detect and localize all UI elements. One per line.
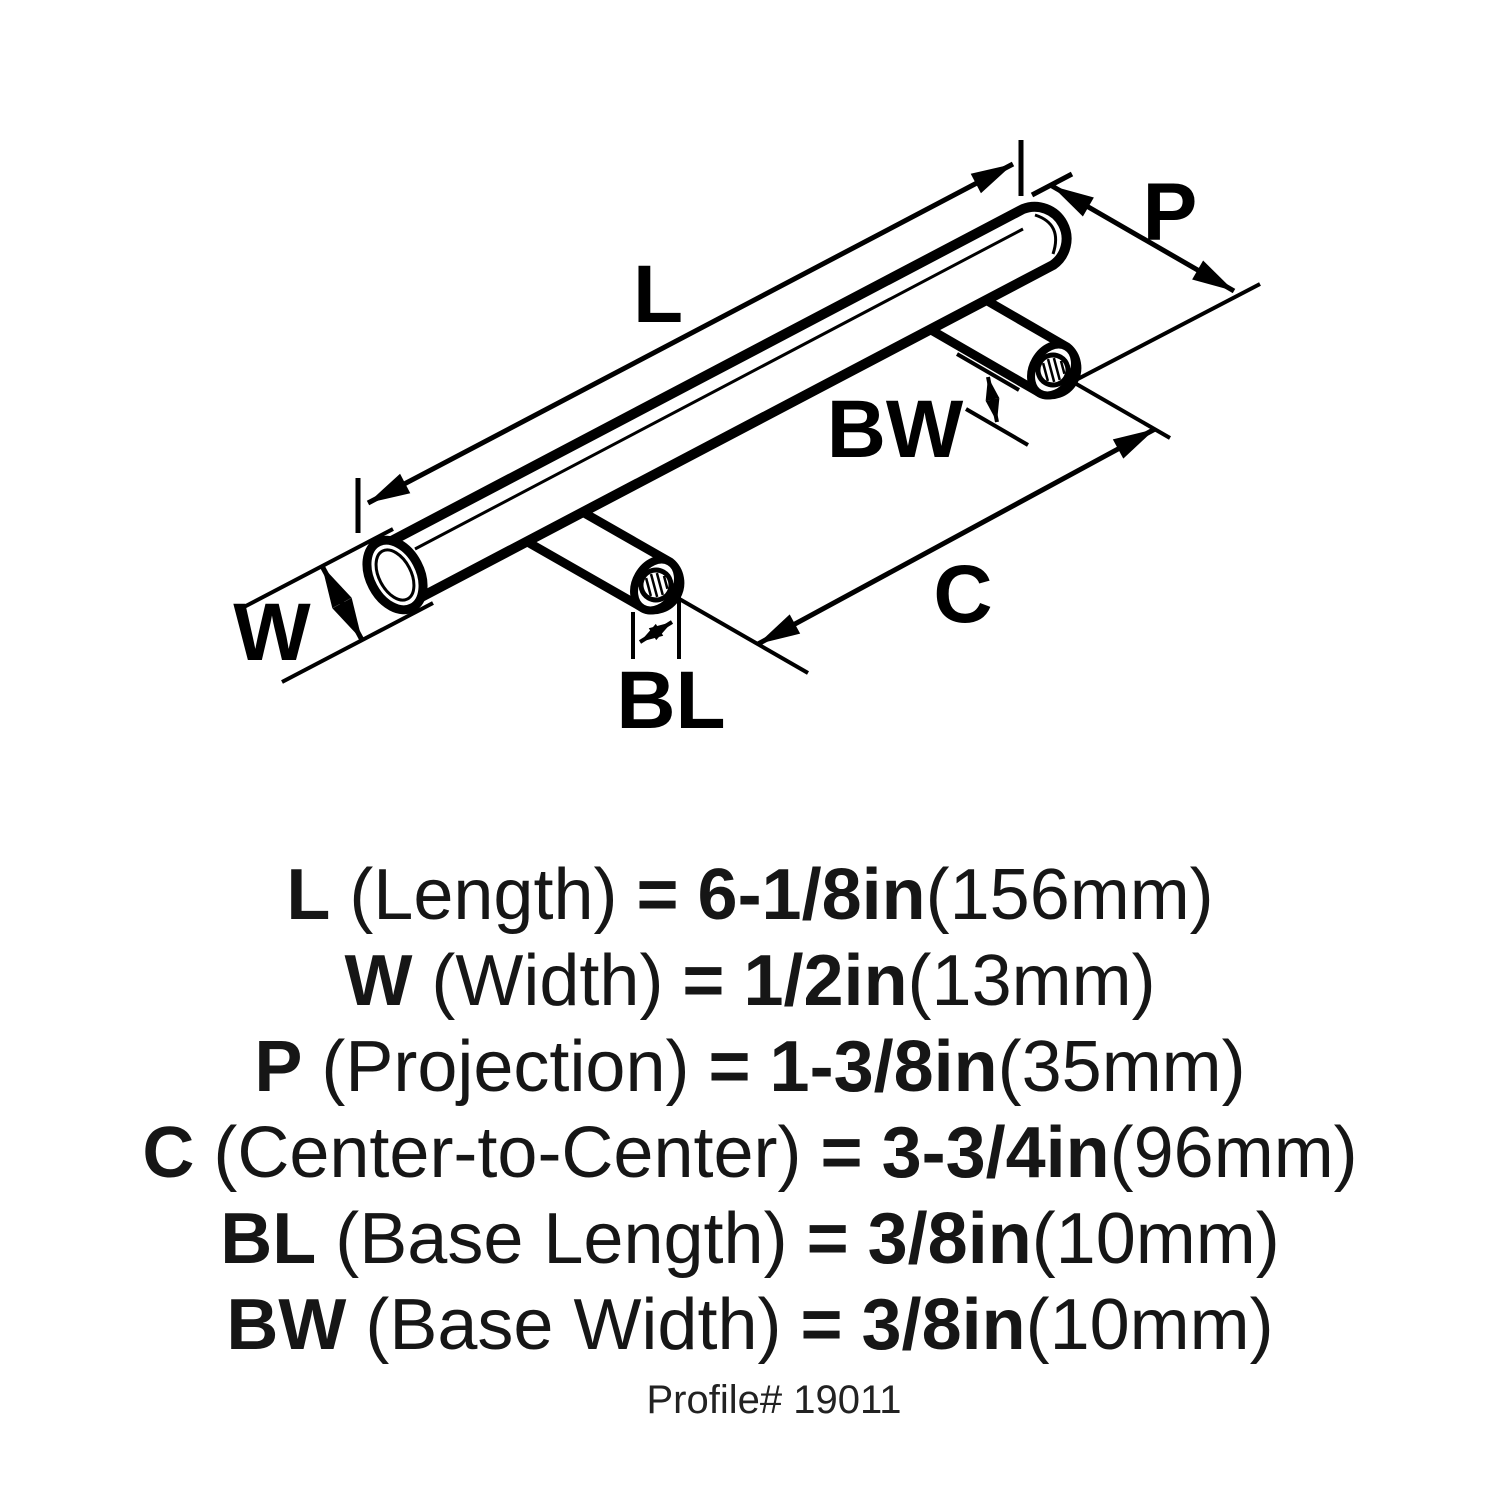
legend-metric: (156mm) bbox=[925, 855, 1214, 935]
legend-name: (Base Length) bbox=[335, 1199, 788, 1279]
label-center-to-center: C bbox=[933, 549, 992, 640]
label-base-width: BW bbox=[827, 384, 964, 475]
bar-end-face bbox=[362, 535, 428, 615]
screw-hole bbox=[1035, 352, 1071, 388]
legend-row-base-width: BW(Base Width)=3/8in(10mm) bbox=[0, 1282, 1500, 1368]
legend-row-center-to-center: C(Center-to-Center)=3-3/4in(96mm) bbox=[0, 1110, 1500, 1196]
legend-symbol: P bbox=[254, 1027, 303, 1107]
legend-row-projection: P(Projection)=1-3/8in(35mm) bbox=[0, 1024, 1500, 1110]
legend-name: (Projection) bbox=[321, 1027, 690, 1107]
legend-metric: (10mm) bbox=[1025, 1285, 1274, 1365]
dimension-center-to-center: C bbox=[668, 376, 1171, 675]
dimension-base-length: BL bbox=[616, 592, 726, 746]
legend-metric: (35mm) bbox=[997, 1027, 1246, 1107]
dimension-width: W bbox=[233, 527, 434, 684]
legend-value: 1-3/8in bbox=[769, 1027, 998, 1107]
equals-sign: = bbox=[820, 1113, 863, 1193]
dimension-legend: L(Length)=6-1/8in(156mm) W(Width)=1/2in(… bbox=[0, 852, 1500, 1368]
legend-symbol: C bbox=[142, 1113, 195, 1193]
label-base-length: BL bbox=[616, 655, 725, 746]
legend-row-base-length: BL(Base Length)=3/8in(10mm) bbox=[0, 1196, 1500, 1282]
profile-number: Profile# 19011 bbox=[646, 1378, 902, 1422]
label-projection: P bbox=[1143, 167, 1198, 258]
dimension-length: L bbox=[355, 140, 1024, 533]
bar-end-face-inner-ring bbox=[374, 548, 416, 602]
legend-value: 3/8in bbox=[861, 1285, 1026, 1365]
screw-hole bbox=[638, 567, 674, 603]
equals-sign: = bbox=[682, 941, 725, 1021]
legend-symbol: BL bbox=[220, 1199, 317, 1279]
legend-metric: (96mm) bbox=[1109, 1113, 1358, 1193]
legend-metric: (13mm) bbox=[907, 941, 1156, 1021]
dimension-projection: P bbox=[1030, 167, 1261, 384]
legend-value: 6-1/8in bbox=[697, 855, 926, 935]
legend-symbol: L bbox=[286, 855, 331, 935]
legend-value: 3/8in bbox=[867, 1199, 1032, 1279]
legend-metric: (10mm) bbox=[1031, 1199, 1280, 1279]
legend-symbol: W bbox=[344, 941, 413, 1021]
legend-name: (Center-to-Center) bbox=[213, 1113, 802, 1193]
legend-name: (Length) bbox=[349, 855, 618, 935]
equals-sign: = bbox=[806, 1199, 849, 1279]
bar-silhouette bbox=[375, 201, 1072, 608]
equals-sign: = bbox=[708, 1027, 751, 1107]
dimension-base-width: BW bbox=[827, 352, 1030, 475]
legend-value: 3-3/4in bbox=[881, 1113, 1110, 1193]
equals-sign: = bbox=[636, 855, 679, 935]
legend-value: 1/2in bbox=[743, 941, 908, 1021]
equals-sign: = bbox=[800, 1285, 843, 1365]
label-width: W bbox=[233, 587, 311, 678]
legend-name: (Base Width) bbox=[365, 1285, 782, 1365]
legend-row-length: L(Length)=6-1/8in(156mm) bbox=[0, 852, 1500, 938]
legend-symbol: BW bbox=[226, 1285, 347, 1365]
legend-name: (Width) bbox=[431, 941, 664, 1021]
label-length: L bbox=[633, 249, 683, 340]
legend-row-width: W(Width)=1/2in(13mm) bbox=[0, 938, 1500, 1024]
